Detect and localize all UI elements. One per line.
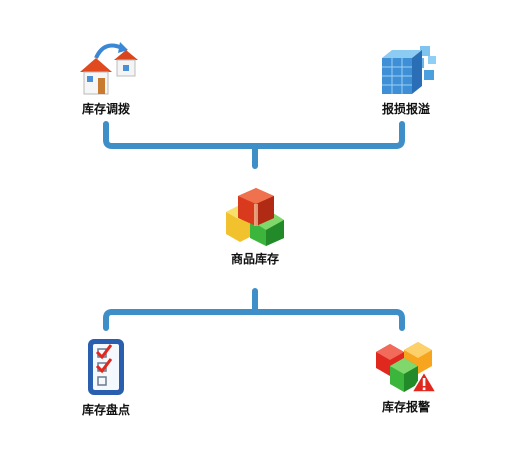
- node-label: 库存调拨: [81, 102, 130, 116]
- bottom-bracket-line: [103, 309, 405, 331]
- top-bracket-line: [103, 121, 405, 149]
- node-label: 库存报警: [381, 400, 430, 414]
- blue-cubes-icon: [382, 46, 436, 94]
- node-product-inventory[interactable]: 商品库存: [215, 186, 295, 266]
- node-label: 报损报溢: [381, 102, 430, 116]
- checklist-icon: [88, 339, 124, 395]
- houses-transfer-icon: [80, 42, 138, 95]
- node-stock-count[interactable]: 库存盘点: [66, 337, 146, 417]
- node-label: 商品库存: [230, 252, 279, 266]
- node-inventory-transfer[interactable]: 库存调拨: [66, 38, 146, 116]
- boxes-stack-icon: [226, 188, 284, 246]
- cubes-warning-icon: [376, 342, 438, 393]
- node-loss-overflow[interactable]: 报损报溢: [366, 44, 446, 116]
- node-label: 库存盘点: [81, 403, 130, 417]
- node-stock-alert[interactable]: 库存报警: [366, 340, 446, 414]
